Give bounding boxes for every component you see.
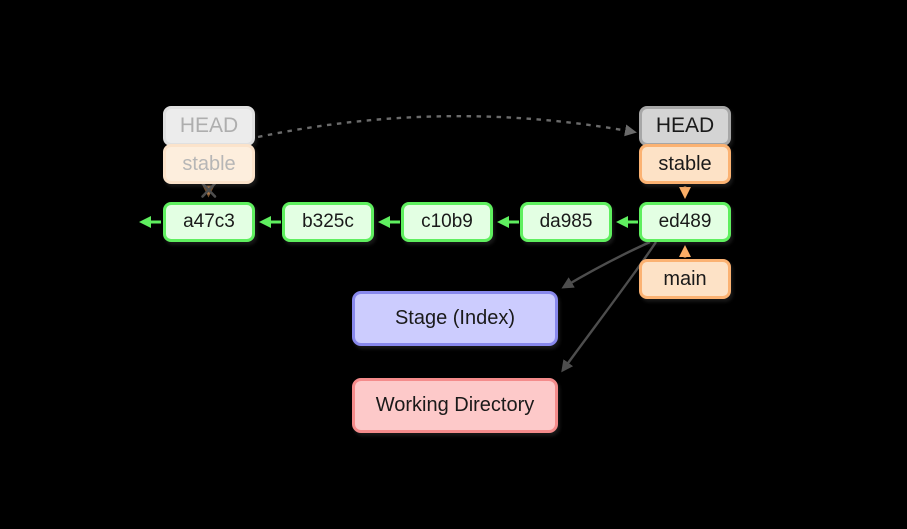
ed489-to-stage-arrow [561,240,651,289]
old-head-label: HEAD [179,114,239,137]
commit-box: da985 [520,202,612,242]
commit-box: ed489 [639,202,731,242]
commit-box: b325c [282,202,374,242]
main-branch-label: main [663,267,707,290]
commit-label: a47c3 [183,211,235,232]
old-stable-branch-label: stable [182,152,236,175]
stable-branch-label: stable [658,152,712,175]
commit-box: a47c3 [163,202,255,242]
working-directory-label: Working Directory [375,394,535,416]
head-box: HEAD [639,106,731,146]
commit-label: b325c [302,211,354,232]
stable-branch-box: stable [639,144,731,184]
head-move-dashed-arrow [257,114,637,139]
commit-label: ed489 [658,211,712,232]
detached-cross-icon [201,182,217,198]
commit-label: da985 [539,211,593,232]
working-directory-box: Working Directory [352,378,558,433]
commit-box: c10b9 [401,202,493,242]
old-head-box: HEAD [163,106,255,146]
head-label: HEAD [655,114,715,137]
stage-box: Stage (Index) [352,291,558,346]
old-stable-branch-box: stable [163,144,255,184]
main-branch-box: main [639,259,731,299]
stage-label: Stage (Index) [394,307,516,329]
ed489-to-working-arrow [561,241,657,373]
commit-label: c10b9 [421,211,473,232]
